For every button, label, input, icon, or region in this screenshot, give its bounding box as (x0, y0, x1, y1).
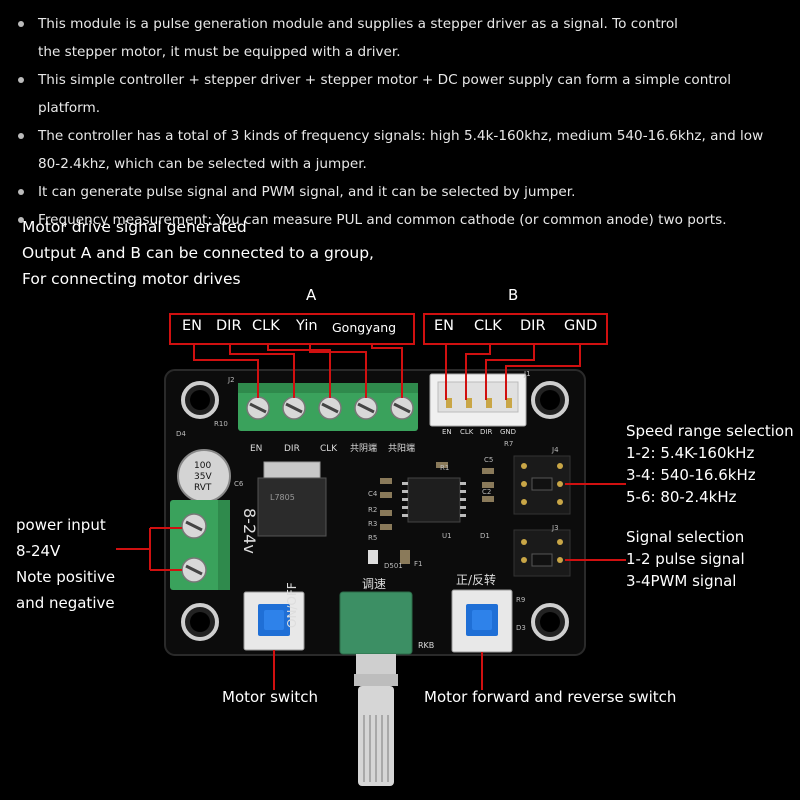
pcb-label: J2 (227, 376, 235, 384)
bullet-continuation: the stepper motor, it must be equipped w… (38, 44, 401, 60)
pcb-label: D3 (516, 624, 526, 632)
power-input-callout: power input 8-24V Note positive and nega… (16, 516, 116, 612)
pcb-label: DIR (284, 444, 300, 454)
forward-reverse-switch (451, 589, 513, 653)
output-b-callout-box (423, 313, 608, 345)
output-a-pin-en: EN (182, 318, 203, 334)
output-a-callout-box (169, 313, 415, 345)
voltage-regulator: L7805 (257, 461, 327, 537)
bullet-item: It can generate pulse signal and PWM sig… (14, 178, 794, 206)
speed-range-callout: Speed range selection 1-2: 5.4K-160kHz 3… (626, 422, 794, 506)
forward-reverse-pcb-label: 正/反转 (456, 572, 496, 587)
pcb-label: J4 (551, 446, 559, 454)
bullet-dot (18, 133, 24, 139)
pcb-label: GND (500, 428, 516, 436)
pcb-label: R1 (440, 464, 449, 472)
speed-label: 调速 (362, 577, 386, 591)
regulator-label: L7805 (270, 493, 295, 502)
pcb-label: CLK (460, 428, 474, 436)
electrolytic-capacitor: 100 35V RVT (177, 449, 231, 503)
pcb-label: U1 (442, 532, 452, 540)
output-a-title: A (306, 286, 317, 304)
output-a-pin-clk: CLK (252, 318, 280, 334)
feature-list: This module is a pulse generation module… (14, 10, 794, 234)
output-b-title: B (508, 286, 519, 304)
pcb-label: R3 (368, 520, 377, 528)
terminal-block-output-a (238, 383, 418, 431)
pot-code-label: RKB (418, 641, 434, 650)
pcb-label: DIR (480, 428, 492, 436)
output-b-pin-dir: DIR (520, 318, 546, 334)
pcb-label: D1 (480, 532, 490, 540)
pcb-label: J1 (523, 370, 531, 378)
pcb-label: R5 (368, 534, 377, 542)
pcb-label: C5 (484, 456, 493, 464)
power-terminal (170, 500, 230, 590)
output-a-pin-dir: DIR (216, 318, 242, 334)
pcb-label: C6 (234, 480, 244, 488)
pcb-label: J3 (551, 524, 559, 532)
output-b-pin-gnd: GND (564, 318, 598, 334)
pcb-label: D501 (384, 562, 403, 570)
output-b-pin-en: EN (434, 318, 455, 334)
jst-connector-output-b (429, 373, 527, 427)
onoff-label: ON/OFF (285, 582, 299, 628)
cap-type: RVT (194, 483, 212, 493)
ic-chip (402, 477, 466, 523)
pcb-label: C4 (368, 490, 378, 498)
pcb-label: CLK (320, 444, 338, 454)
motor-drive-heading: Motor drive signal generated Output A an… (22, 218, 374, 288)
speed-range-jumper (513, 455, 571, 515)
pcb-label: 共阴端 (350, 442, 377, 454)
pcb-label: R9 (516, 596, 525, 604)
bullet-item: This module is a pulse generation module… (14, 10, 794, 38)
cap-voltage: 35V (194, 472, 212, 482)
pcb-label: F1 (414, 560, 422, 568)
output-a-pin-gongyang: Gongyang (332, 320, 397, 335)
voltage-label: 8-24v (240, 508, 259, 554)
bullet-item: Frequency measurement: You can measure P… (14, 206, 794, 234)
callout-lines (116, 313, 626, 690)
pcb-label: R7 (504, 440, 513, 448)
bullet-continuation: 80-2.4khz, which can be selected with a … (38, 156, 367, 172)
bullet-item: The controller has a total of 3 kinds of… (14, 122, 794, 150)
smd-components (368, 462, 494, 564)
signal-jumper (513, 529, 571, 577)
silkscreen-labels: J2 R10 D4 C6 R7 C5 R1 C4 R2 R3 R5 U1 D1 … (176, 370, 559, 632)
terminal-pin-labels: EN DIR CLK 共阴端 共阳端 (250, 442, 415, 454)
output-a-pin-yin: Yin (296, 318, 318, 334)
bullet-dot (18, 217, 24, 223)
pcb-label: D4 (176, 430, 186, 438)
jst-pin-labels: EN CLK DIR GND (442, 428, 516, 436)
motor-switch-label: Motor switch (222, 688, 318, 706)
output-b-pin-clk: CLK (474, 318, 502, 334)
signal-selection-callout: Signal selection 1-2 pulse signal 3-4PWM… (626, 528, 745, 590)
bullet-item: This simple controller + stepper driver … (14, 66, 794, 122)
bullet-dot (18, 189, 24, 195)
pcb-label: EN (250, 444, 262, 454)
pcb-label: EN (442, 428, 452, 436)
motor-power-switch (243, 591, 305, 651)
pcb-label: R2 (368, 506, 377, 514)
pcb-label: 共阳端 (388, 442, 415, 454)
pcb-label: C2 (482, 488, 491, 496)
mounting-holes (181, 381, 569, 641)
bullet-dot (18, 77, 24, 83)
forward-reverse-label: Motor forward and reverse switch (424, 688, 677, 706)
bullet-dot (18, 21, 24, 27)
cap-value: 100 (194, 461, 211, 471)
speed-potentiometer (339, 591, 413, 786)
pcb-label: R10 (214, 420, 228, 428)
